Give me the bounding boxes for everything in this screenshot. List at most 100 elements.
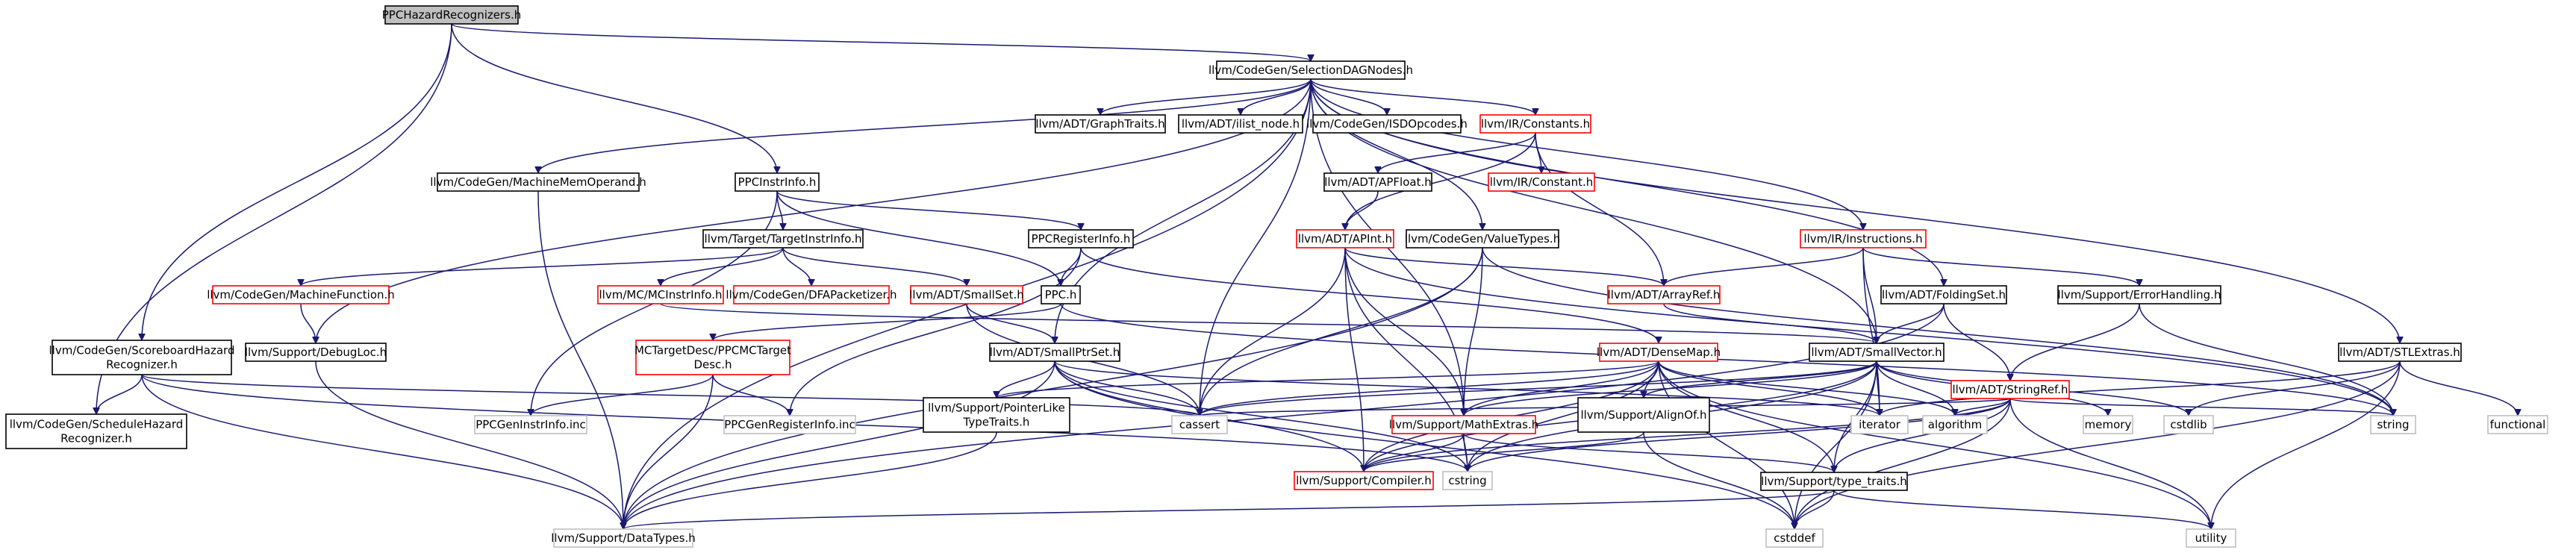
node-iterator[interactable]: iterator <box>1850 415 1909 434</box>
node-errh[interactable]: llvm/Support/ErrorHandling.h <box>2057 285 2221 304</box>
edge-sdn-to-irinst <box>1310 78 1863 230</box>
node-smallvector[interactable]: llvm/ADT/SmallVector.h <box>1809 343 1945 362</box>
node-box <box>1442 471 1493 490</box>
node-smallset[interactable]: llvm/ADT/SmallSet.h <box>909 285 1024 304</box>
node-foldingset[interactable]: llvm/ADT/FoldingSet.h <box>1880 285 2007 304</box>
node-ppcgeninstr[interactable]: PPCGenInstrInfo.inc <box>474 415 587 434</box>
node-stlextras[interactable]: llvm/ADT/STLExtras.h <box>2338 343 2462 362</box>
node-ppcgenreg[interactable]: PPCGenRegisterInfo.inc <box>723 415 856 434</box>
node-string[interactable]: string <box>2370 415 2416 434</box>
node-apint[interactable]: llvm/ADT/APInt.h <box>1296 229 1394 249</box>
edge-densemap-to-pointerlike <box>997 360 1659 399</box>
node-ilist[interactable]: llvm/ADT/ilist_node.h <box>1178 114 1303 134</box>
node-debugloc[interactable]: llvm/Support/DebugLoc.h <box>245 343 387 362</box>
node-densemap[interactable]: llvm/ADT/DenseMap.h <box>1597 343 1721 362</box>
node-label: llvm/ADT/StringRef.h <box>1952 383 2068 396</box>
edge-sdn-to-graphtraits <box>1100 78 1312 116</box>
node-label: cstring <box>1448 474 1486 487</box>
edge-foldingset-to-stringref <box>1943 303 2010 381</box>
node-label: utility <box>2195 531 2227 545</box>
node-label: llvm/ADT/ArrayRef.h <box>1608 288 1721 302</box>
node-utility[interactable]: utility <box>2186 528 2236 548</box>
node-label: llvm/IR/Instructions.h <box>1803 232 1922 246</box>
node-box <box>1312 114 1462 134</box>
node-stringref[interactable]: llvm/ADT/StringRef.h <box>1950 380 2070 399</box>
node-box <box>474 415 587 434</box>
node-label: llvm/CodeGen/ValueTypes.h <box>1405 232 1560 246</box>
edge-smallptrset-to-iterator <box>1054 360 1880 416</box>
node-ppchr[interactable]: PPCHazardRecognizers.h <box>382 5 521 25</box>
node-irinst[interactable]: llvm/IR/Instructions.h <box>1800 229 1927 249</box>
node-graphtraits[interactable]: llvm/ADT/GraphTraits.h <box>1035 114 1166 134</box>
node-cstddef[interactable]: cstddef <box>1765 528 1824 548</box>
node-irconst[interactable]: llvm/IR/Constants.h <box>1479 114 1591 134</box>
edge-smallvector-to-alignof <box>1644 360 1877 399</box>
node-box <box>989 343 1120 362</box>
edge-apint-to-arrayref <box>1344 247 1664 287</box>
node-box <box>923 397 1070 433</box>
edge-mcppc-to-datatypes <box>623 374 714 529</box>
node-mcii[interactable]: llvm/MC/MCInstrInfo.h <box>597 285 724 304</box>
edge-stlextras-to-iterator <box>1880 360 2401 416</box>
edge-ppcreg-to-densemap <box>1080 247 1659 344</box>
node-label: Desc.h <box>693 358 732 372</box>
node-dfa[interactable]: llvm/CodeGen/DFAPacketizer.h <box>726 285 897 304</box>
edge-alignof-to-compiler <box>1364 431 1644 472</box>
node-ppcreg[interactable]: PPCRegisterInfo.h <box>1028 229 1134 249</box>
node-box <box>1028 229 1134 249</box>
node-cassert[interactable]: cassert <box>1171 415 1228 434</box>
node-typetraits[interactable]: llvm/Support/type_traits.h <box>1760 472 1908 491</box>
node-cstdlib[interactable]: cstdlib <box>2163 415 2214 434</box>
node-box <box>1950 380 2070 399</box>
node-alignof[interactable]: llvm/Support/AlignOf.h <box>1577 397 1710 433</box>
node-irconstant[interactable]: llvm/IR/Constant.h <box>1488 172 1595 192</box>
node-mmo[interactable]: llvm/CodeGen/MachineMemOperand.h <box>430 172 646 192</box>
node-isdop[interactable]: llvm/CodeGen/ISDOpcodes.h <box>1306 114 1468 134</box>
edge-densemap-to-typetraits <box>1658 360 1834 472</box>
edge-mathextras-to-compiler <box>1364 433 1465 472</box>
node-sdn[interactable]: llvm/CodeGen/SelectionDAGNodes.h <box>1209 60 1413 80</box>
edge-schr-to-cassert <box>141 374 1200 416</box>
edge-ppcinstr-to-ppcreg <box>776 190 1081 231</box>
node-label: llvm/MC/MCInstrInfo.h <box>599 288 723 302</box>
node-label: llvm/Support/DataTypes.h <box>551 531 696 545</box>
node-ppch[interactable]: PPC.h <box>1041 285 1081 304</box>
node-box <box>2186 528 2236 548</box>
node-cstring[interactable]: cstring <box>1442 471 1493 490</box>
node-ppcinstr[interactable]: PPCInstrInfo.h <box>735 172 820 192</box>
edge-stlextras-to-functional <box>2399 360 2518 416</box>
node-box <box>1599 343 1718 362</box>
node-apfloat[interactable]: llvm/ADT/APFloat.h <box>1323 172 1432 192</box>
edges-layer <box>96 23 2518 530</box>
node-smallptrset[interactable]: llvm/ADT/SmallPtrSet.h <box>989 343 1120 362</box>
node-algorithm[interactable]: algorithm <box>1922 415 1988 434</box>
node-vt[interactable]: llvm/CodeGen/ValueTypes.h <box>1405 229 1560 249</box>
node-label: algorithm <box>1928 418 1982 431</box>
node-memory[interactable]: memory <box>2083 415 2133 434</box>
node-label: llvm/Support/Compiler.h <box>1296 474 1432 487</box>
edge-smallptrset-to-datatypes <box>623 360 1055 529</box>
node-tii[interactable]: llvm/Target/TargetInstrInfo.h <box>702 229 864 249</box>
node-box <box>2163 415 2214 434</box>
node-box <box>437 172 640 192</box>
node-label: llvm/Support/DebugLoc.h <box>245 346 387 359</box>
node-label: PPCRegisterInfo.h <box>1032 232 1131 246</box>
node-label: cstdlib <box>2170 418 2207 431</box>
node-label: cstddef <box>1774 531 1815 545</box>
node-arrayref[interactable]: llvm/ADT/ArrayRef.h <box>1607 285 1721 304</box>
node-mathextras[interactable]: llvm/Support/MathExtras.h <box>1389 415 1538 434</box>
node-schr[interactable]: llvm/CodeGen/ScoreboardHazardRecognizer.… <box>49 340 235 375</box>
node-functional[interactable]: functional <box>2487 415 2548 434</box>
node-box <box>1800 229 1927 249</box>
node-mf[interactable]: llvm/CodeGen/MachineFunction.h <box>207 285 395 304</box>
node-compiler[interactable]: llvm/Support/Compiler.h <box>1294 471 1434 490</box>
edge-irinst-to-arrayref <box>1664 247 1864 287</box>
edge-mathextras-to-typetraits <box>1463 433 1834 473</box>
node-datatypes[interactable]: llvm/Support/DataTypes.h <box>551 528 696 548</box>
node-box <box>1488 172 1595 192</box>
node-box <box>212 285 390 304</box>
